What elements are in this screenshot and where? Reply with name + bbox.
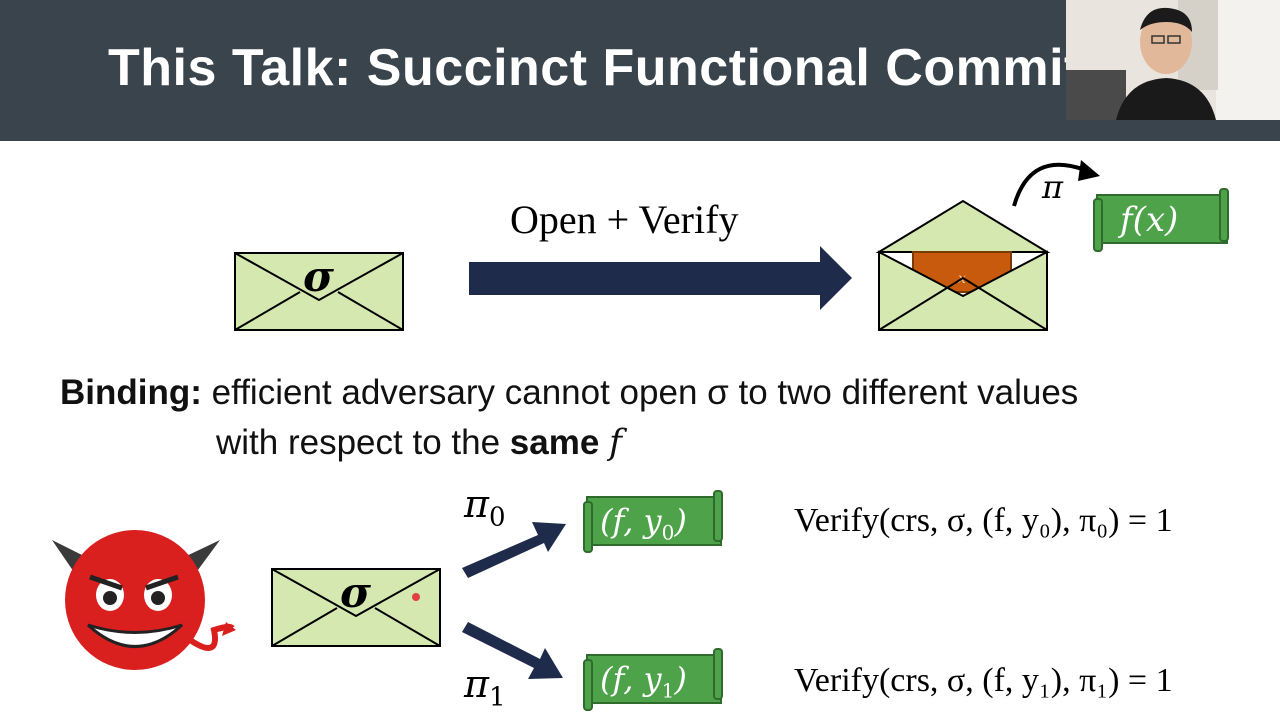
open-verify-label: Open + Verify <box>510 197 739 242</box>
verify-equation-0: Verify(crs, σ, (f, y₀), π₀) = 1 <box>794 502 1173 539</box>
proof1-arrow <box>462 622 563 679</box>
scroll-y1-icon <box>583 648 723 711</box>
binding-text-2: with respect to the <box>216 423 501 462</box>
binding-f: f <box>609 423 623 463</box>
scroll-y0-subscript: 0 <box>661 520 675 545</box>
open-envelope-icon: x <box>875 199 1051 331</box>
proof0-arrow <box>462 522 566 578</box>
output-fx-label: f(x) <box>1120 200 1179 240</box>
verify-equation-1: Verify(crs, σ, (f, y₁), π₁) = 1 <box>794 662 1173 699</box>
output-scroll-icon <box>1093 188 1229 252</box>
scroll-y1-text: (f, y <box>600 660 662 698</box>
proof0-subscript: 0 <box>488 502 506 533</box>
proof-arrow-icon <box>1012 162 1086 207</box>
binding-label: Binding: <box>60 373 202 412</box>
binding-line-1: Binding: efficient adversary cannot open… <box>60 368 1078 418</box>
bottom-commitment-sigma: σ <box>340 568 371 617</box>
proof1-symbol: π <box>464 662 489 706</box>
proof1-label: π1 <box>464 662 506 713</box>
binding-text-1: efficient adversary cannot open σ to two… <box>211 373 1079 412</box>
scroll-y0-icon <box>583 490 723 553</box>
diagram-canvas: x <box>52 160 1229 711</box>
scroll-y0-label: (f, y0) <box>600 502 687 545</box>
open-verify-arrow <box>469 246 852 310</box>
scroll-y1-label: (f, y1) <box>600 660 687 703</box>
adversary-devil-icon <box>52 530 236 670</box>
scroll-y0-text: (f, y <box>600 502 662 540</box>
sealed-envelope-icon <box>234 252 404 331</box>
binding-definition: Binding: efficient adversary cannot open… <box>60 368 1078 468</box>
binding-line-2: with respect to the same f <box>60 418 1078 468</box>
proof0-symbol: π <box>464 482 489 526</box>
proof1-subscript: 1 <box>488 682 506 713</box>
top-commitment-sigma: σ <box>303 252 334 301</box>
binding-same: same <box>509 423 600 462</box>
slide-title: This Talk: Succinct Functional Commitm <box>108 39 1129 97</box>
scroll-y1-subscript: 1 <box>661 678 675 703</box>
presenter-webcam <box>1066 0 1280 120</box>
bottom-envelope-icon <box>271 568 441 647</box>
top-proof-pi: π <box>1042 168 1064 206</box>
proof0-label: π0 <box>464 482 506 533</box>
